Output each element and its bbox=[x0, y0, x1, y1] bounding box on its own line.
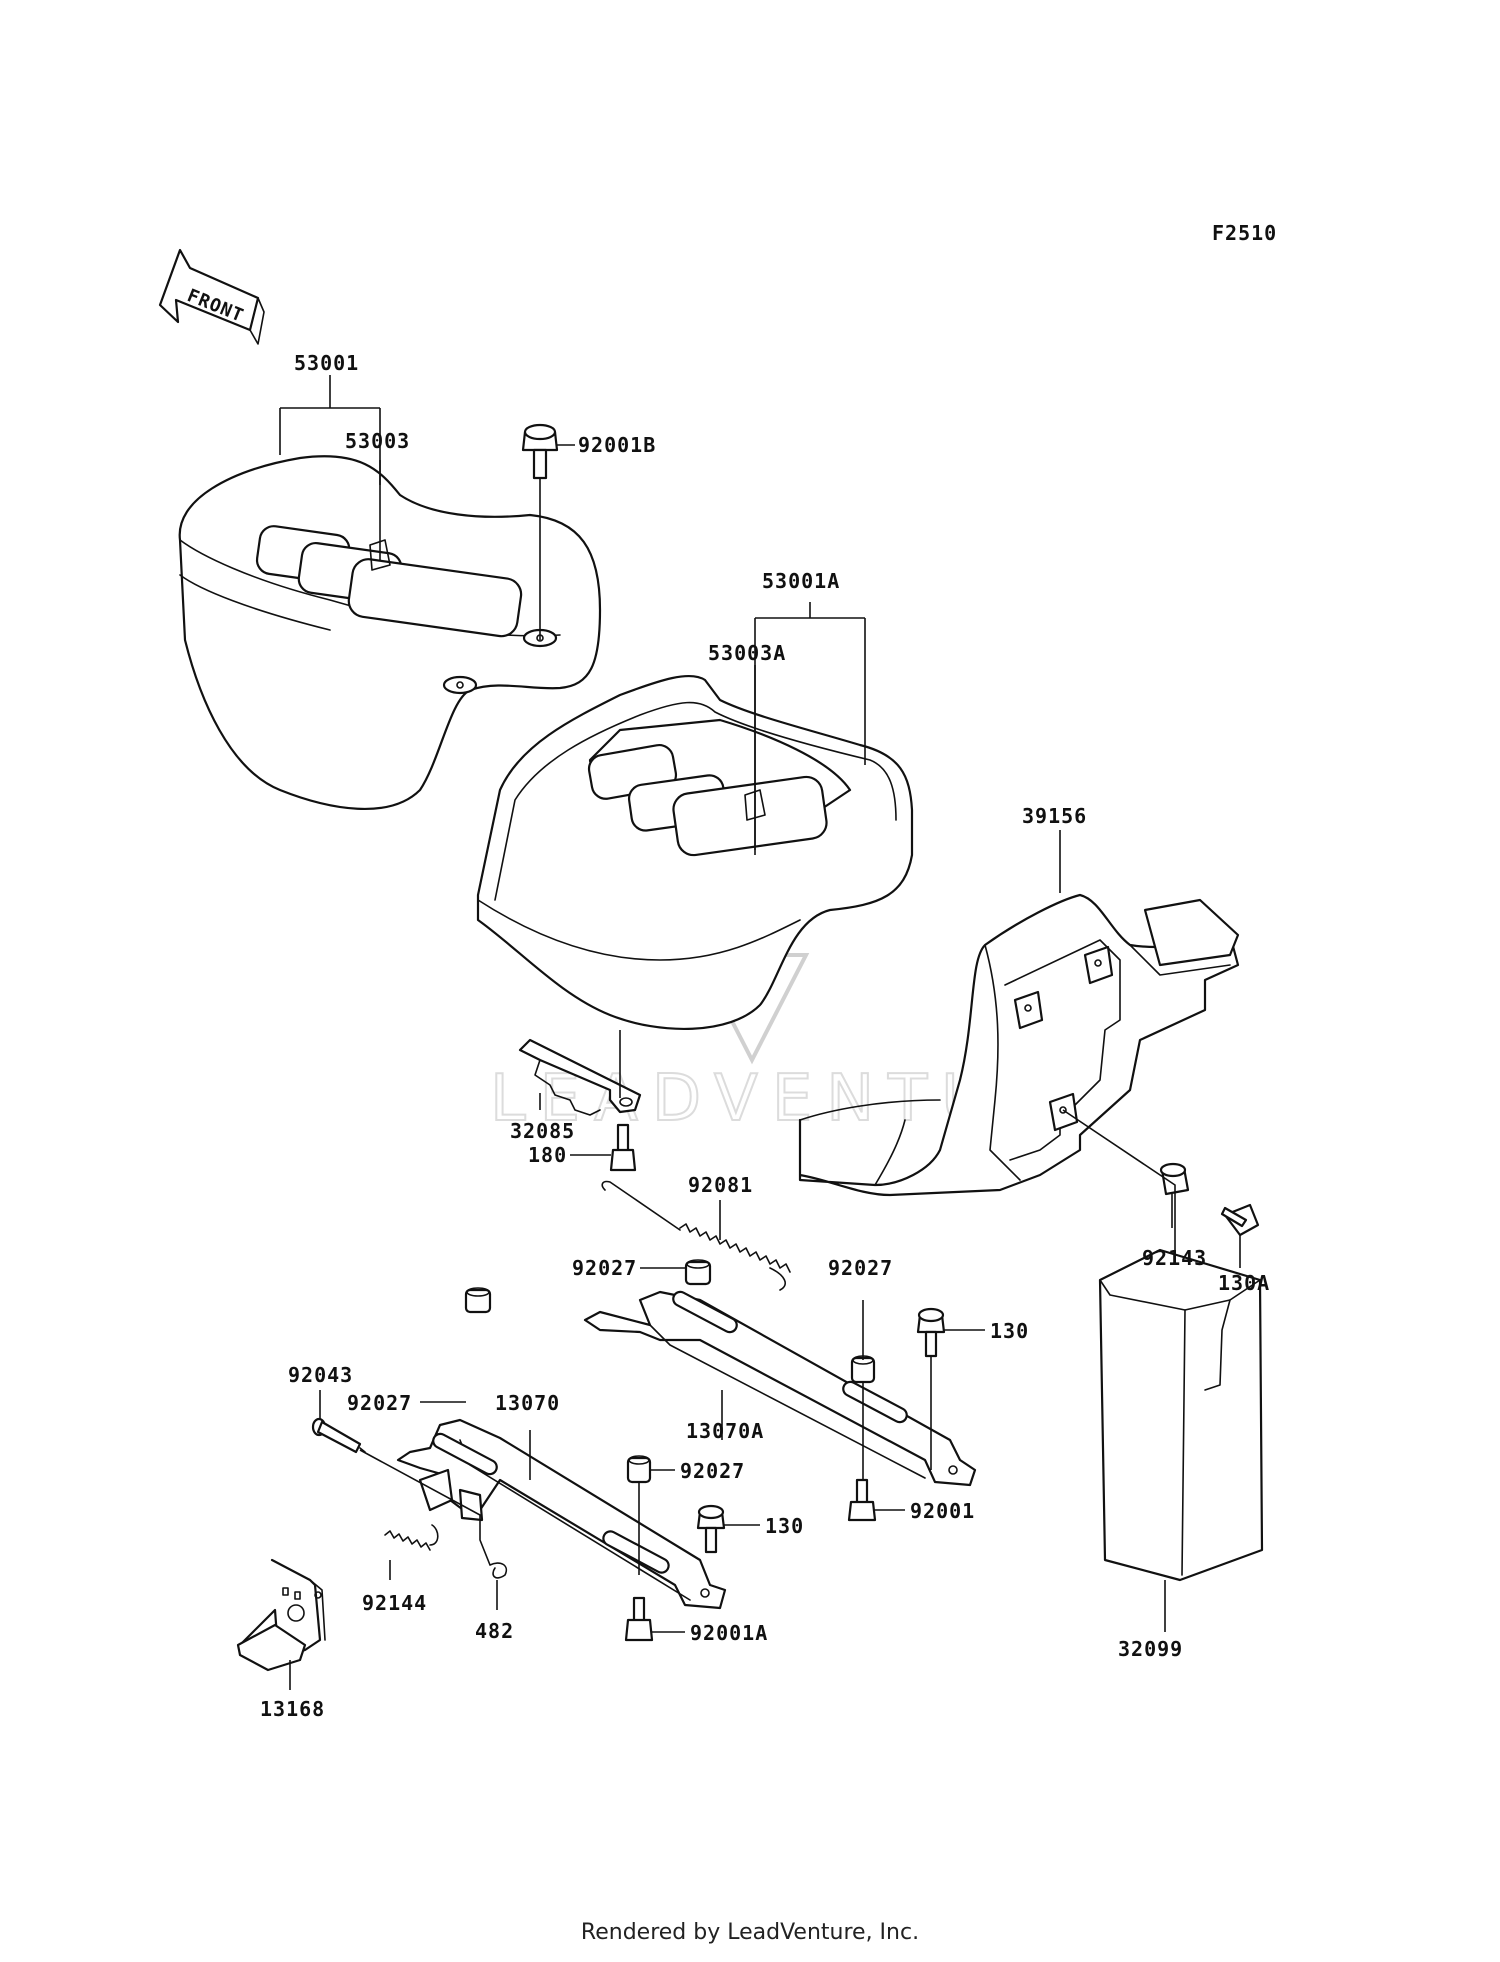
rail-13070 bbox=[396, 1418, 727, 1610]
label-482: 482 bbox=[475, 1619, 514, 1643]
label-53001A: 53001A bbox=[762, 569, 840, 593]
bolt-92001A bbox=[624, 1596, 654, 1642]
front-arrow-icon: FRONT bbox=[158, 248, 265, 345]
storage-box-32099 bbox=[1098, 1248, 1264, 1582]
spring-92081 bbox=[601, 1180, 791, 1291]
pin-92043 bbox=[311, 1417, 366, 1454]
spring-92144 bbox=[384, 1524, 439, 1551]
leader-lines bbox=[279, 375, 1241, 1690]
label-92081: 92081 bbox=[688, 1173, 753, 1197]
spacer-92027-d bbox=[626, 1455, 652, 1484]
bracket-13168 bbox=[236, 1558, 326, 1672]
label-92043: 92043 bbox=[288, 1363, 353, 1387]
label-92143: 92143 bbox=[1142, 1246, 1207, 1270]
label-13168: 13168 bbox=[260, 1697, 325, 1721]
grommet-92143 bbox=[1159, 1162, 1190, 1196]
label-92001A: 92001A bbox=[690, 1621, 768, 1645]
label-39156: 39156 bbox=[1022, 804, 1087, 828]
label-32099: 32099 bbox=[1118, 1637, 1183, 1661]
rear-seat-53001A bbox=[476, 674, 914, 1031]
label-92144: 92144 bbox=[362, 1591, 427, 1615]
label-53003A: 53003A bbox=[708, 641, 786, 665]
label-92027-d: 92027 bbox=[680, 1459, 745, 1483]
rail-13070A bbox=[583, 1290, 977, 1487]
bolt-130-a bbox=[916, 1307, 946, 1358]
bolt-130A bbox=[1220, 1203, 1260, 1237]
spacer-92027-c bbox=[464, 1287, 492, 1314]
spacer-92027-a bbox=[684, 1259, 712, 1286]
label-92001: 92001 bbox=[910, 1499, 975, 1523]
bolt-92001B bbox=[521, 423, 559, 480]
bolt-92001 bbox=[847, 1478, 877, 1522]
label-130-b: 130 bbox=[765, 1514, 804, 1538]
label-92001B: 92001B bbox=[578, 433, 656, 457]
label-180: 180 bbox=[528, 1143, 567, 1167]
seat-base-39156 bbox=[798, 893, 1240, 1197]
bolt-130-b bbox=[696, 1504, 726, 1554]
bolt-180 bbox=[609, 1123, 637, 1172]
label-53003: 53003 bbox=[345, 429, 410, 453]
label-53001: 53001 bbox=[294, 351, 359, 375]
label-32085: 32085 bbox=[510, 1119, 575, 1143]
label-130A: 130A bbox=[1218, 1271, 1270, 1295]
label-92027-a: 92027 bbox=[572, 1256, 637, 1280]
bracket-32085 bbox=[518, 1038, 642, 1116]
label-13070: 13070 bbox=[495, 1391, 560, 1415]
render-credit: Rendered by LeadVenture, Inc. bbox=[580, 1920, 920, 1945]
part-labels: 53001 53003 92001B 53001A 53003A 39156 3… bbox=[260, 351, 1270, 1721]
label-13070A: 13070A bbox=[686, 1419, 764, 1443]
label-130-a: 130 bbox=[990, 1319, 1029, 1343]
label-92027-b: 92027 bbox=[828, 1256, 893, 1280]
clip-482 bbox=[489, 1562, 508, 1579]
label-92027-c: 92027 bbox=[347, 1391, 412, 1415]
front-seat-53001 bbox=[178, 455, 602, 811]
figure-code: F2510 bbox=[1212, 221, 1277, 245]
